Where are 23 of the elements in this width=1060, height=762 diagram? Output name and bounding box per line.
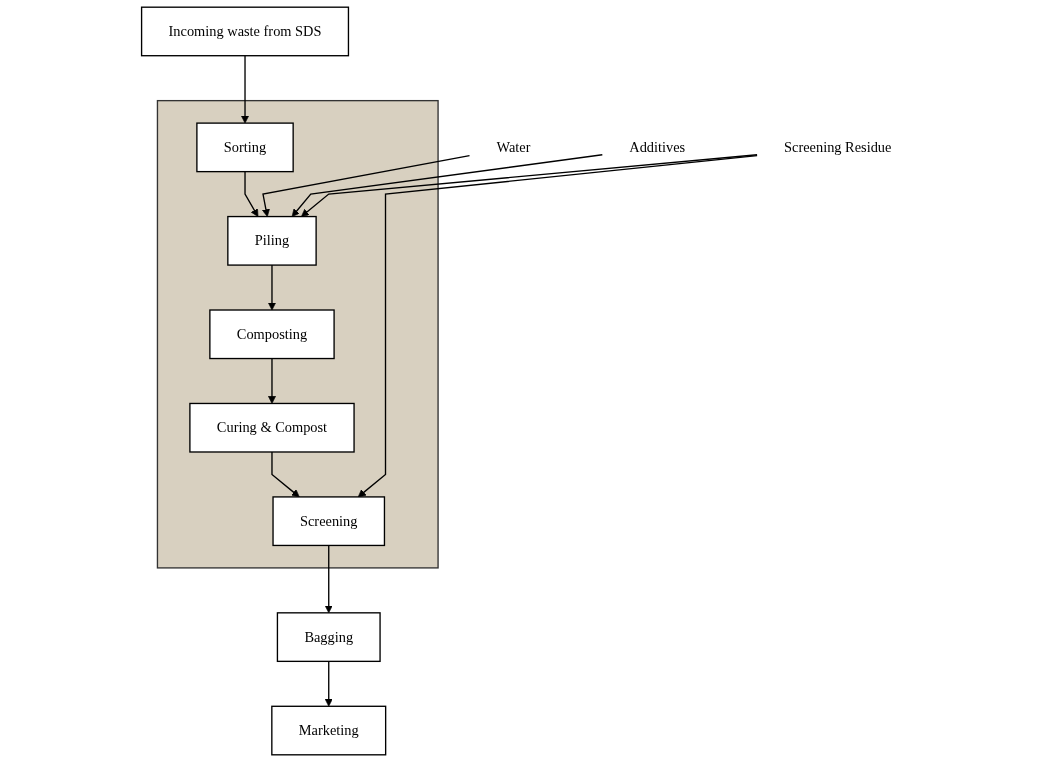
node-text: Water (496, 139, 531, 155)
arrow (268, 264, 276, 311)
node-box: Sorting (196, 122, 294, 173)
node-box: Curing & Compost (189, 402, 355, 453)
node-box: Screening (272, 496, 386, 547)
arrow (324, 660, 333, 707)
node-box: Bagging (276, 612, 381, 663)
node-box: Incoming waste from SDS (140, 6, 350, 57)
node-text: Additives (629, 139, 686, 155)
arrow (268, 357, 276, 404)
node-box: Piling (227, 215, 317, 266)
arrow (271, 451, 300, 498)
node-box: Marketing (271, 705, 387, 756)
arrow (324, 544, 333, 614)
arrow (357, 155, 758, 498)
arrow (291, 154, 603, 217)
node-text: Screening Residue (784, 139, 892, 155)
arrow (244, 170, 259, 217)
node-box: Composting (209, 309, 335, 360)
arrow (262, 154, 471, 217)
cluster (156, 99, 439, 569)
arrow (301, 154, 758, 217)
arrow (241, 55, 249, 124)
